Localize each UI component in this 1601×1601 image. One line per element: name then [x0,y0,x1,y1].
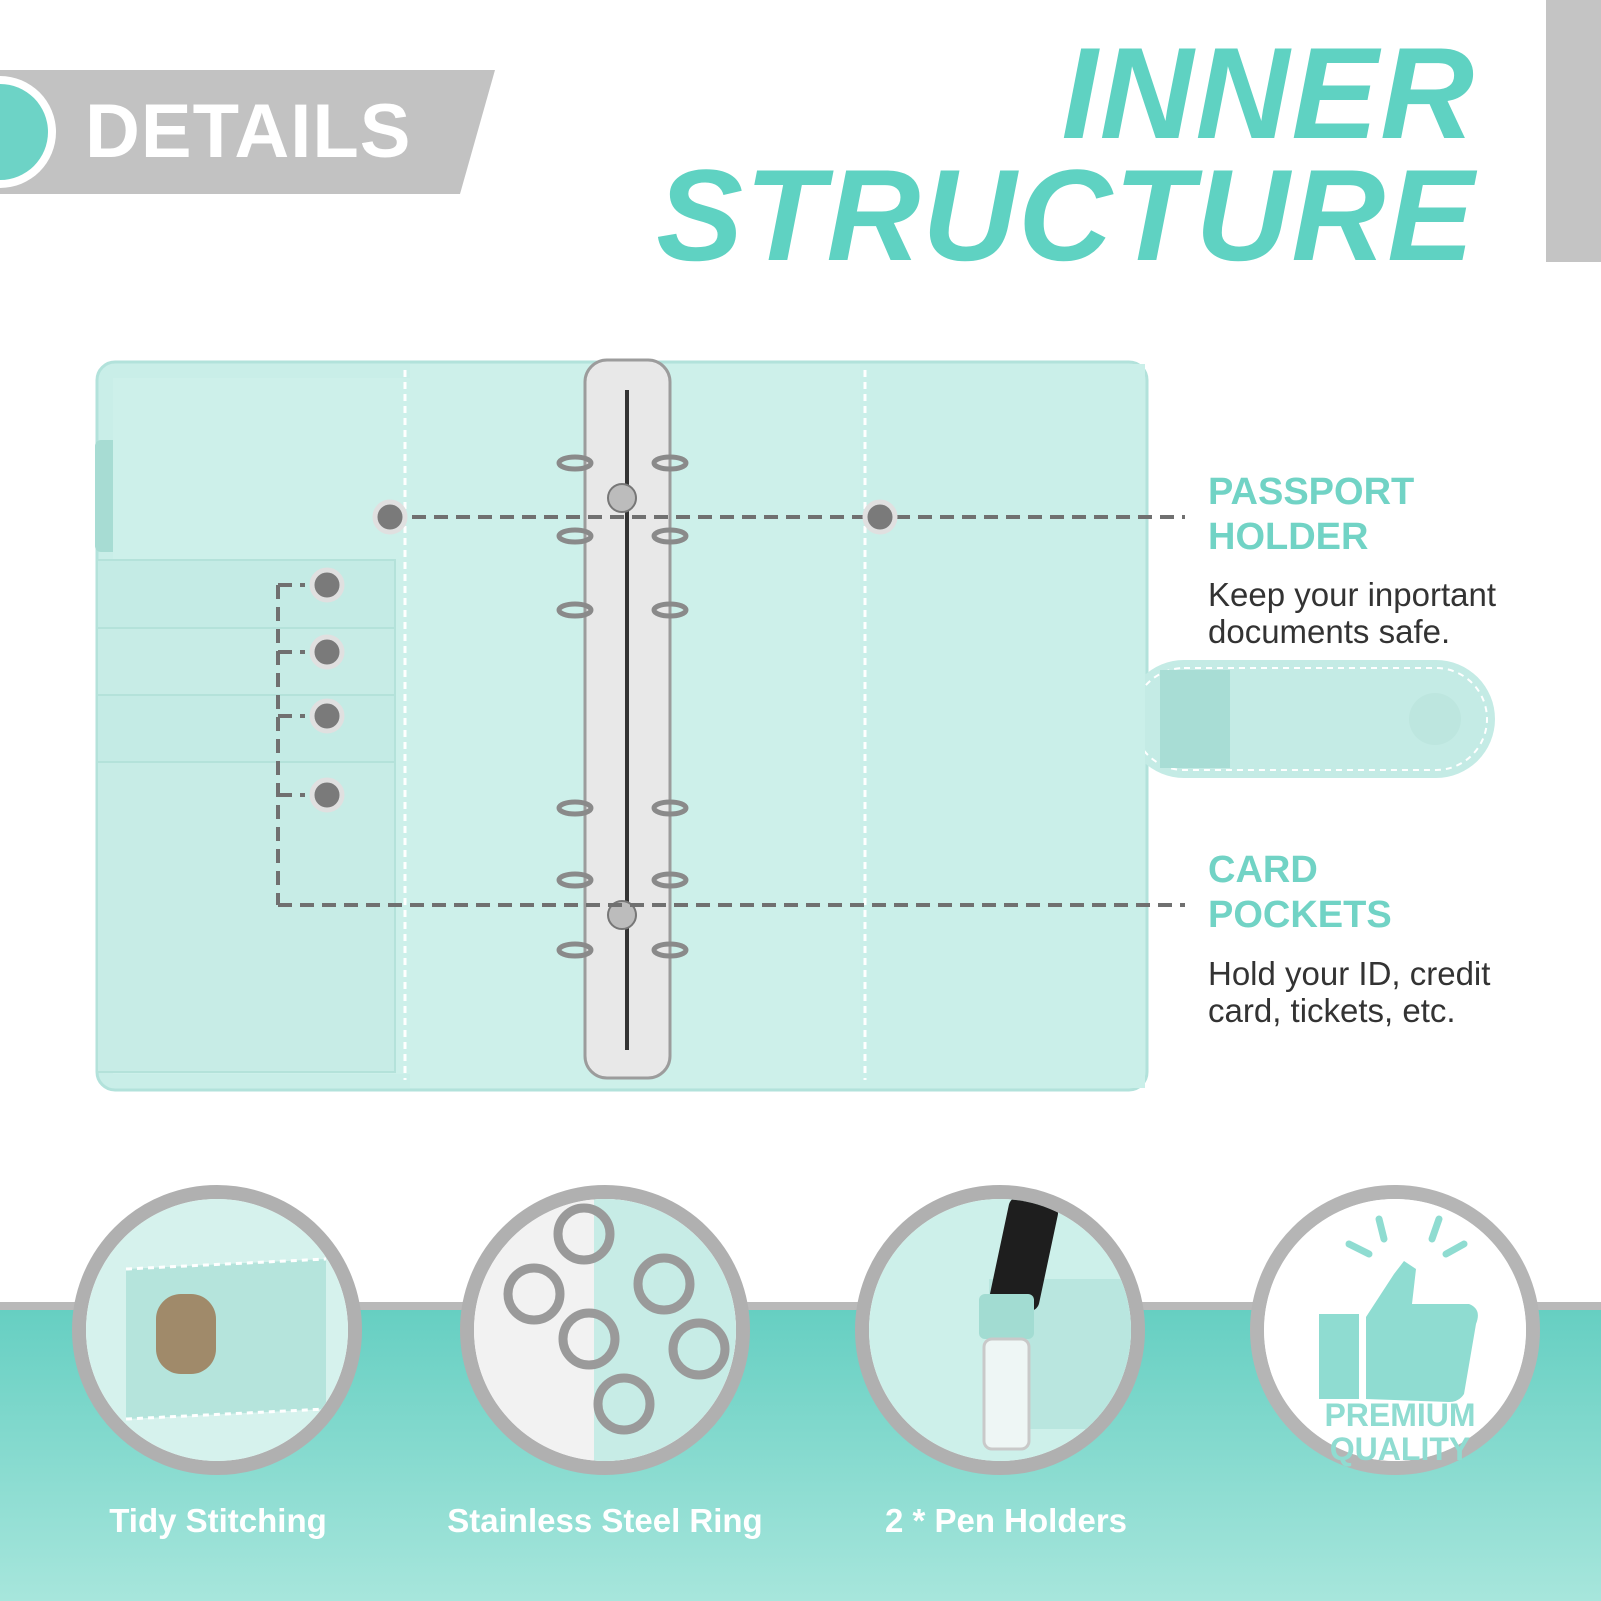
page-title-line2: STRUCTURE [656,142,1476,288]
passport-holder-heading-line1: PASSPORT [1208,471,1415,513]
card-pockets-heading-line2: POCKETS [1208,894,1392,936]
details-banner [0,70,495,194]
caption-steel-ring: Stainless Steel Ring [447,1502,763,1539]
page-title-line1: INNER [1061,20,1476,166]
card-pockets-desc-line2: card, tickets, etc. [1208,992,1456,1029]
steel-ring-photo [460,1185,750,1475]
premium-line1: PREMIUM [1324,1397,1476,1433]
pen-holder-photo [855,1185,1145,1475]
passport-holder-heading-line2: HOLDER [1208,516,1369,558]
caption-pen-holders: 2 * Pen Holders [884,1502,1128,1539]
card-pockets-heading-line1: CARD [1208,849,1318,891]
premium-line2: QUALITY [1329,1431,1471,1467]
passport-holder-desc-line2: documents safe. [1208,613,1451,650]
details-label: DETAILS [85,89,412,174]
passport-holder-desc-line1: Keep your inportant [1208,576,1497,613]
stitching-photo [72,1185,362,1475]
card-pockets-desc-line1: Hold your ID, credit [1208,955,1491,992]
binder-illustration [95,358,1495,1092]
premium-quality-text: PREMIUM QUALITY [1300,1398,1500,1466]
caption-tidy-stitching: Tidy Stitching [109,1502,327,1539]
title-accent-bar [1546,0,1601,262]
